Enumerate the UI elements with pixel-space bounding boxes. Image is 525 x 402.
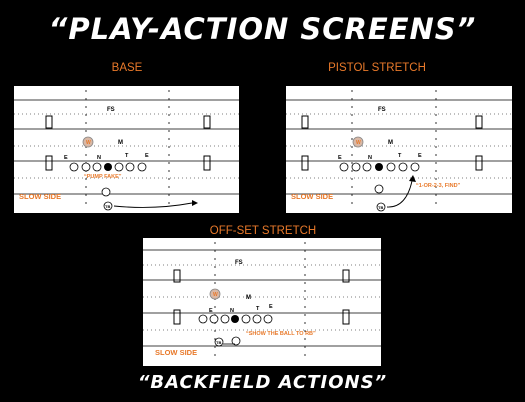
center [231,315,239,323]
w-defender [82,136,94,148]
field-diagram: FS M W E N T E “1-OR-2-3, FIND” SLOW SID… [286,90,512,212]
diagram-base: FS M W E N T E “PUMP FAKE” SLOW SIDE TB [14,86,239,213]
svg-text:TB: TB [378,205,383,210]
svg-text:E: E [338,155,342,161]
svg-text:T: T [125,153,129,159]
svg-text:T: T [256,306,260,312]
svg-text:E: E [145,153,149,159]
diagram-title-base: BASE [111,62,143,74]
slow-side-label: SLOW SIDE [291,192,333,201]
svg-text:N: N [368,155,372,161]
svg-text:TB: TB [216,340,221,345]
tailback [214,337,224,347]
svg-text:W: W [213,292,218,298]
w-defender [209,288,221,300]
svg-text:“1-OR-2-3, FIND”: “1-OR-2-3, FIND” [416,183,461,189]
rb-path [113,202,193,208]
svg-text:N: N [97,155,101,161]
slow-side-label: SLOW SIDE [19,192,61,201]
svg-text:N: N [230,308,234,314]
svg-text:M: M [246,295,251,301]
footer-title: “BACKFIELD ACTIONS” [137,372,388,393]
svg-text:E: E [209,308,213,314]
svg-text:FS: FS [378,107,386,113]
svg-text:FS: FS [235,260,243,266]
center [104,163,112,171]
diagram-pistol-stretch: FS M W E N T E “1-OR-2-3, FIND” SLOW SID… [286,86,512,213]
rb-path [386,180,413,208]
w-defender [352,136,364,148]
svg-text:“PUMP FAKE”: “PUMP FAKE” [84,174,122,180]
svg-text:M: M [388,140,393,146]
svg-text:E: E [64,155,68,161]
slow-side-label: SLOW SIDE [155,348,197,357]
page-title: “PLAY-ACTION SCREENS” [48,12,477,46]
svg-text:W: W [86,140,91,146]
svg-text:W: W [356,140,361,146]
diagram-offset-stretch: FS M W E N T E “SHOW THE BALL TO RB” SLO… [143,238,381,366]
diagram-title-pistol: PISTOL STRETCH [328,62,426,74]
svg-text:E: E [418,153,422,159]
fs-label: FS [107,107,115,113]
m-label: M [118,140,123,146]
svg-text:TB: TB [105,204,110,209]
svg-text:“SHOW THE BALL TO RB”: “SHOW THE BALL TO RB” [246,331,316,337]
diagram-title-offset: OFF-SET STRETCH [209,225,317,237]
center [375,163,383,171]
field-diagram: FS M W E N T E “SHOW THE BALL TO RB” SLO… [143,242,381,362]
svg-text:T: T [398,153,402,159]
tailback [103,201,113,211]
tailback [376,202,386,212]
field-diagram: FS M W E N T E “PUMP FAKE” SLOW SIDE TB [14,90,239,211]
svg-text:E: E [269,304,273,310]
